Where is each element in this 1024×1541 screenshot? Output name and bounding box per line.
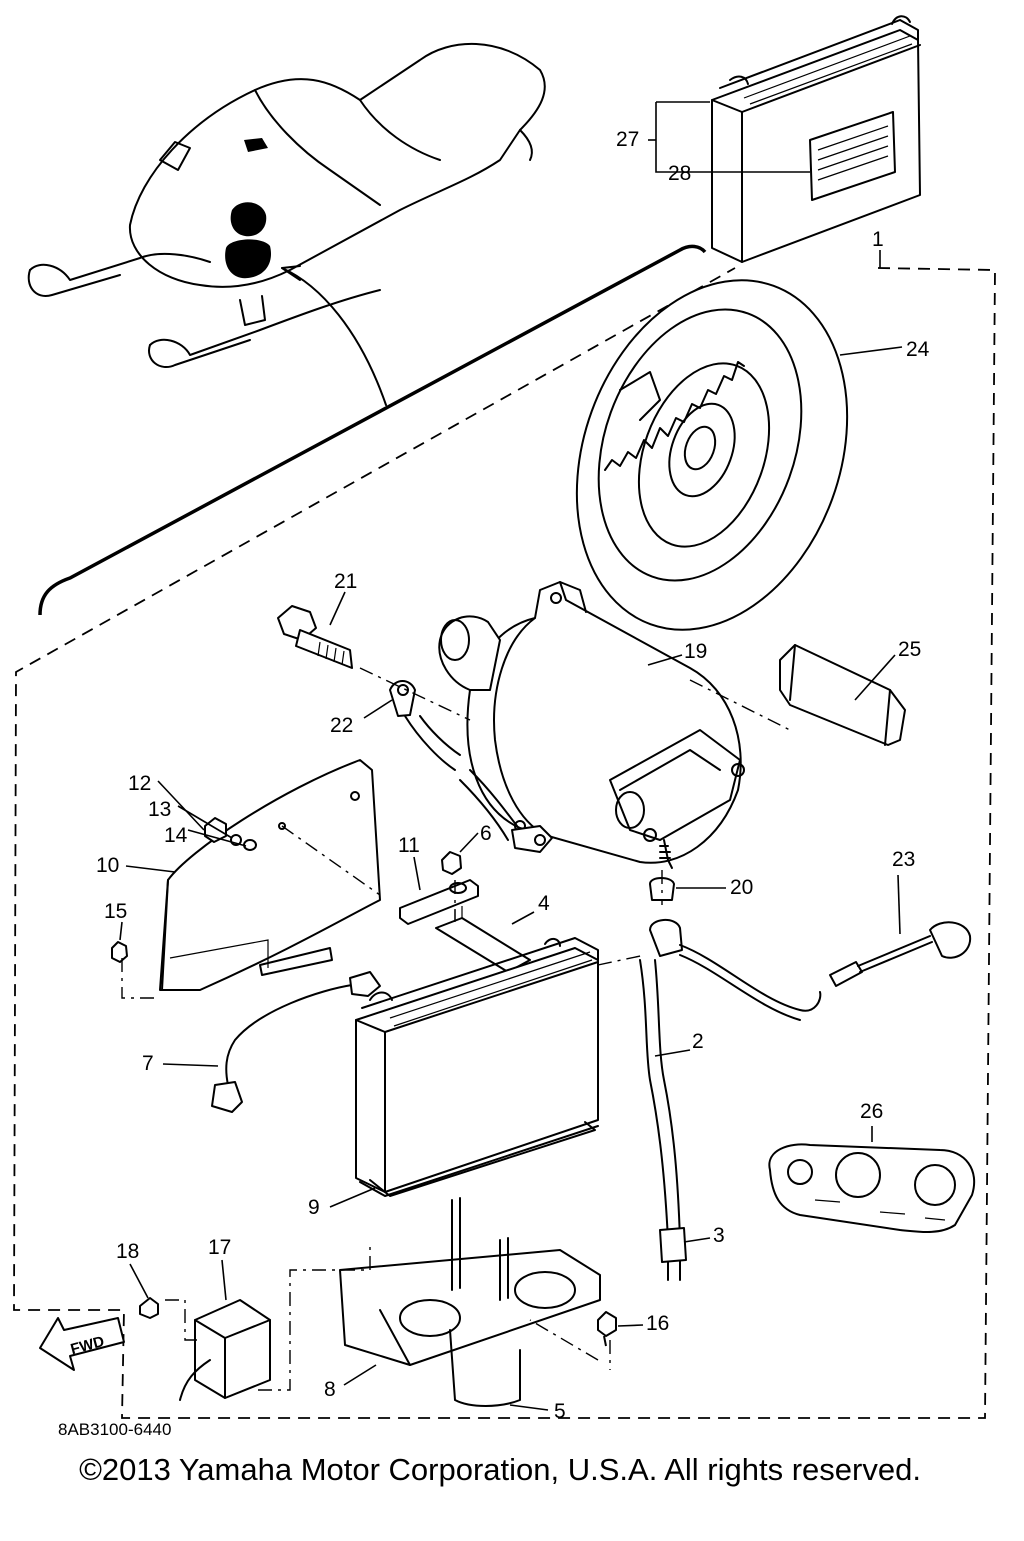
callout-21: 21 (334, 570, 357, 593)
callout-26: 26 (860, 1100, 883, 1123)
callout-25: 25 (898, 638, 921, 661)
callout-2: 2 (692, 1030, 704, 1053)
callout-24: 24 (906, 338, 930, 361)
callout-8: 8 (324, 1378, 336, 1401)
callouts: 1 2 3 4 5 6 7 8 9 10 11 12 13 14 15 16 1… (96, 128, 930, 1423)
small-hardware (111, 817, 675, 1347)
callout-3: 3 (713, 1224, 725, 1247)
panel-26-illustration (768, 1143, 976, 1233)
callout-17: 17 (208, 1236, 231, 1259)
bracket-plate-10-illustration (159, 759, 381, 991)
assembly-guides (121, 667, 791, 1391)
starter-motor-illustration (438, 581, 745, 869)
callout-13: 13 (148, 798, 171, 821)
callout-19: 19 (684, 640, 707, 663)
callout-7: 7 (142, 1052, 154, 1075)
callout-12: 12 (128, 772, 151, 795)
assembly-boundary (13, 267, 996, 1419)
callout-18: 18 (116, 1240, 139, 1263)
callout-1: 1 (872, 228, 884, 251)
cable-22-illustration (389, 680, 553, 853)
callout-10: 10 (96, 854, 119, 877)
battery-spare-illustration (711, 15, 921, 263)
snowmobile-illustration (27, 43, 707, 616)
flywheel-illustration (575, 279, 849, 631)
tube-2-illustration (639, 959, 687, 1281)
battery-9-illustration (355, 937, 599, 1197)
bolt-21-illustration (277, 605, 353, 669)
leader-lines (119, 101, 903, 1411)
strap-11-and-plate-4 (399, 879, 531, 973)
callout-15: 15 (104, 900, 127, 923)
callout-16: 16 (646, 1312, 669, 1335)
callout-20: 20 (730, 876, 753, 899)
cable-23-illustration (649, 919, 972, 1021)
callout-28: 28 (668, 162, 691, 185)
tray-8-illustration (339, 1197, 601, 1407)
copyright-notice: ©2013 Yamaha Motor Corporation, U.S.A. A… (79, 1452, 921, 1487)
callout-27: 27 (616, 128, 639, 151)
callout-11: 11 (398, 834, 420, 857)
cable-7-illustration (211, 971, 381, 1113)
block-25-illustration (779, 644, 906, 746)
callout-22: 22 (330, 714, 353, 737)
callout-6: 6 (480, 822, 492, 845)
diagram-part-code: 8AB3100-6440 (58, 1420, 172, 1439)
callout-23: 23 (892, 848, 915, 871)
callout-9: 9 (308, 1196, 320, 1219)
callout-4: 4 (538, 892, 550, 915)
relay-17-illustration (179, 1299, 271, 1401)
callout-14: 14 (164, 824, 188, 847)
fwd-arrow: FWD (39, 1317, 125, 1371)
callout-5: 5 (554, 1400, 566, 1423)
